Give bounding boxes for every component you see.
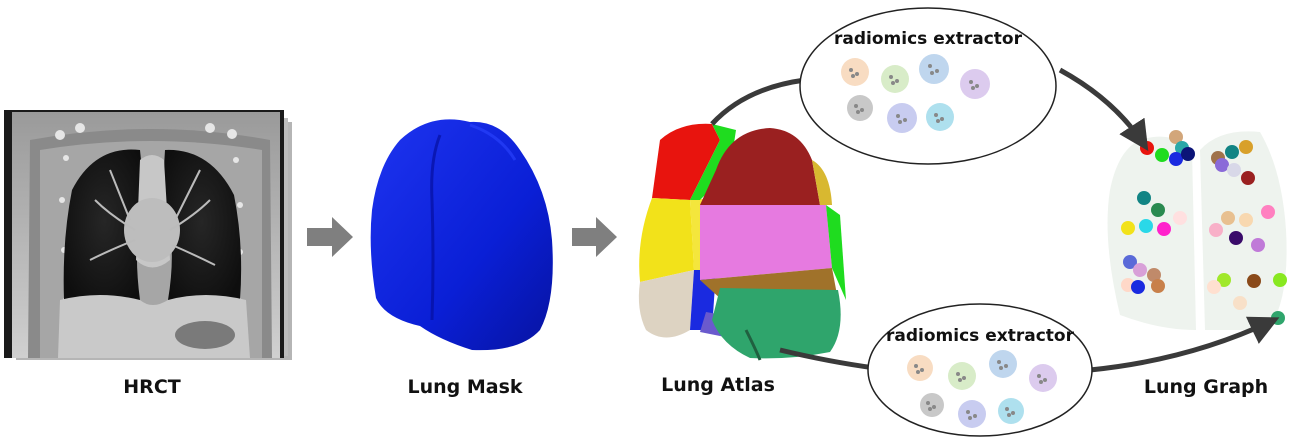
arrow-icon [307,217,353,257]
arrow-icon [572,217,617,257]
extractor-label: radiomics extractor [886,326,1075,346]
flow-arrow-top [712,80,805,124]
radiomics-extractor-bottom: radiomics extractor [868,304,1092,436]
hrct-image [4,110,292,360]
caption-lung-graph: Lung Graph [1144,376,1268,398]
caption-hrct: HRCT [123,376,180,398]
flow-arrow-top-head [1060,70,1145,146]
caption-lung-mask: Lung Mask [407,376,522,398]
caption-lung-atlas: Lung Atlas [661,374,775,396]
lung-atlas-image [639,124,846,360]
lung-graph-image [1108,130,1287,330]
extractor-label: radiomics extractor [834,29,1023,49]
flow-arrow-bottom [780,350,875,368]
radiomics-extractor-top: radiomics extractor [800,8,1056,164]
lung-mask-image [371,119,553,350]
